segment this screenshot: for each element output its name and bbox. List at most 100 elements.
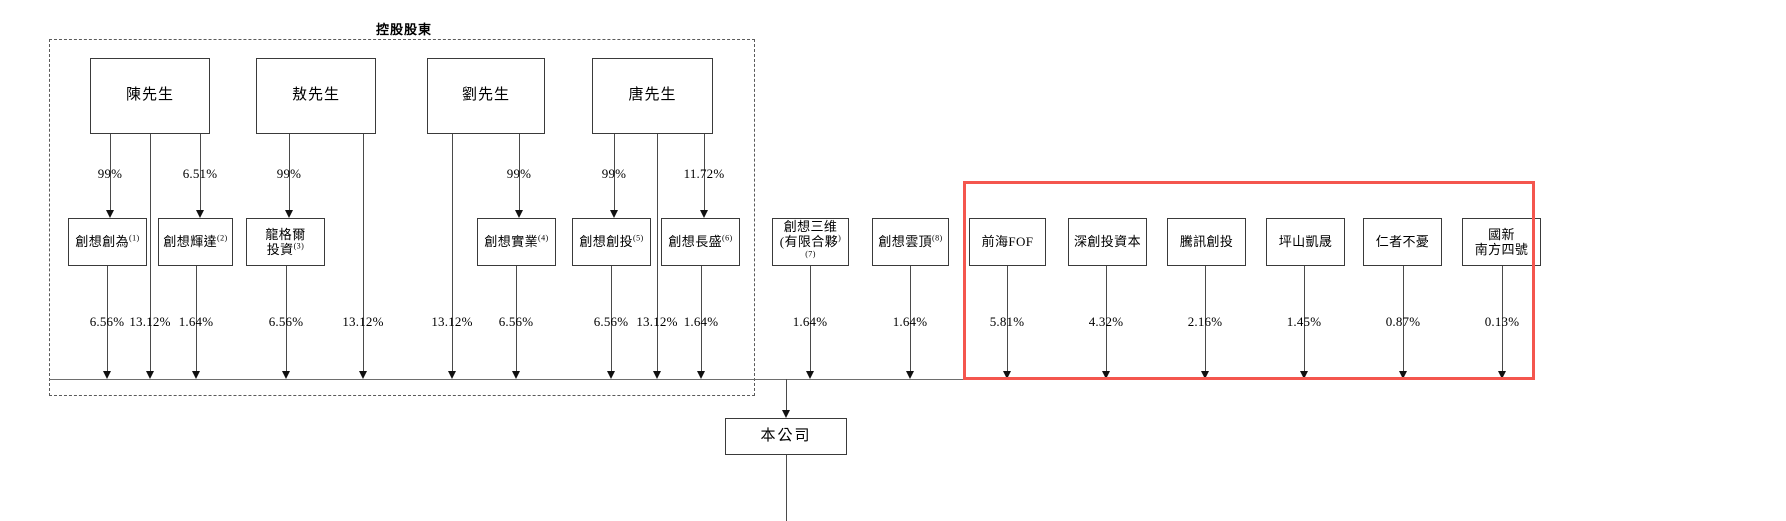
person-to-entity-line-5 <box>704 134 705 210</box>
person-to-entity-line-0-arrow <box>105 210 114 218</box>
person-to-entity-line-4-arrow <box>609 210 618 218</box>
entity-to-bus-arrow-3 <box>511 371 520 379</box>
entity-box-txct[interactable]: 騰訊創投 <box>1167 218 1246 266</box>
percentage-label-q-cxhd: 1.64% <box>178 314 214 329</box>
entity-box-cxcs[interactable]: 創想長盛(6) <box>661 218 740 266</box>
entity-box-cxhd[interactable]: 創想輝達(2) <box>158 218 233 266</box>
entity-to-bus-line-9 <box>1106 266 1107 371</box>
person-box-ao[interactable]: 敖先生 <box>256 58 376 134</box>
main-horizontal-bus <box>49 379 1535 380</box>
entity-box-psks[interactable]: 坪山凱晟 <box>1266 218 1345 266</box>
footnote-marker: (1) <box>129 234 140 243</box>
percentage-label-q-cxsw: 1.64% <box>792 314 828 329</box>
footnote-marker: (6) <box>722 234 733 243</box>
entity-box-cxcw[interactable]: 創想創為(1) <box>68 218 147 266</box>
entity-to-bus-arrow-13 <box>1497 371 1506 379</box>
entity-to-bus-line-5 <box>701 266 702 371</box>
person-to-entity-line-5-arrow <box>699 210 708 218</box>
entity-to-bus-arrow-7 <box>905 371 914 379</box>
entity-box-gxnf4[interactable]: 國新 南方四號 <box>1462 218 1541 266</box>
entity-to-bus-line-13 <box>1502 266 1503 371</box>
entity-name-label: 龍格爾 投資(3) <box>265 226 306 257</box>
entity-box-cxyd[interactable]: 創想雲頂(8) <box>872 218 949 266</box>
entity-box-qhfof[interactable]: 前海FOF <box>969 218 1046 266</box>
footnote-marker: (5) <box>633 234 644 243</box>
person-to-entity-line-2 <box>289 134 290 210</box>
entity-to-bus-arrow-2 <box>281 371 290 379</box>
entity-name-label: 仁者不憂 <box>1375 234 1430 250</box>
footnote-marker: (3) <box>293 241 305 251</box>
controlling-shareholder-frame <box>49 39 755 396</box>
entity-to-bus-line-0 <box>107 266 108 371</box>
entity-to-bus-line-11 <box>1304 266 1305 371</box>
entity-name-label: 坪山凱晟 <box>1278 234 1333 250</box>
person-to-bus-arrow-3 <box>652 371 661 379</box>
footnote-marker: (8) <box>932 234 943 243</box>
entity-name-label: 騰訊創投 <box>1179 234 1234 250</box>
entity-to-bus-line-3 <box>516 266 517 371</box>
red-highlight-frame <box>963 181 1535 380</box>
controlling-shareholder-label: 控股股東 <box>372 19 437 38</box>
entity-to-bus-line-12 <box>1403 266 1404 371</box>
entity-name-label: 創想三维 (有限合夥)(7) <box>779 219 842 259</box>
percentage-label-q-txct: 2.16% <box>1187 314 1223 329</box>
percentage-label-q-lgetz: 6.56% <box>268 314 304 329</box>
percentage-label-q-liu2: 13.12% <box>431 314 473 329</box>
entity-box-sctzb[interactable]: 深創投資本 <box>1068 218 1147 266</box>
entity-box-cxct[interactable]: 創想創投(5) <box>572 218 651 266</box>
person-box-chen[interactable]: 陳先生 <box>90 58 210 134</box>
percentage-label-q-cxcw: 6.56% <box>89 314 125 329</box>
entity-to-bus-arrow-5 <box>696 371 705 379</box>
entity-to-bus-arrow-9 <box>1101 371 1110 379</box>
person-to-entity-line-2-arrow <box>284 210 293 218</box>
person-to-bus-line-0 <box>150 134 151 371</box>
entity-to-bus-arrow-8 <box>1002 371 1011 379</box>
entity-to-bus-arrow-10 <box>1200 371 1209 379</box>
person-to-entity-line-3 <box>519 134 520 210</box>
person-to-bus-line-3 <box>657 134 658 371</box>
percentage-label-p-ao-lgetz: 99% <box>276 166 302 181</box>
entity-name-label: 前海FOF <box>981 234 1034 250</box>
percentage-label-q-sctzb: 4.32% <box>1088 314 1124 329</box>
person-to-entity-line-4 <box>614 134 615 210</box>
percentage-label-q-cxct: 6.56% <box>593 314 629 329</box>
footnote-marker: (2) <box>217 234 228 243</box>
percentage-label-p-tang-cxct: 99% <box>601 166 627 181</box>
percentage-label-p-tang-cxcs: 11.72% <box>683 166 725 181</box>
person-name-label: 劉先生 <box>461 87 510 104</box>
person-to-bus-arrow-0 <box>145 371 154 379</box>
person-to-bus-arrow-2 <box>447 371 456 379</box>
person-to-entity-line-3-arrow <box>514 210 523 218</box>
entity-to-bus-line-10 <box>1205 266 1206 371</box>
percentage-label-p-chen-cxcw: 99% <box>97 166 123 181</box>
percentage-label-q-qhfof: 5.81% <box>989 314 1025 329</box>
entity-box-lgetz[interactable]: 龍格爾 投資(3) <box>246 218 325 266</box>
entity-name-label: 國新 南方四號 <box>1474 226 1529 257</box>
percentage-label-q-gxnf4: 0.13% <box>1484 314 1520 329</box>
percentage-label-q-chen2: 13.12% <box>129 314 171 329</box>
entity-box-cxsw[interactable]: 創想三维 (有限合夥)(7) <box>772 218 849 266</box>
entity-name-label: 創想雲頂(8) <box>878 234 943 250</box>
entity-to-bus-arrow-11 <box>1299 371 1308 379</box>
person-to-entity-line-1-arrow <box>195 210 204 218</box>
person-name-label: 陳先生 <box>125 87 174 104</box>
entity-name-label: 創想實業(4) <box>484 234 549 250</box>
percentage-label-q-cxsy: 6.56% <box>498 314 534 329</box>
percentage-label-q-cxyd: 1.64% <box>892 314 928 329</box>
company-box[interactable]: 本公司 <box>725 418 847 455</box>
person-name-label: 敖先生 <box>291 87 340 104</box>
entity-to-bus-arrow-0 <box>102 371 111 379</box>
entity-to-bus-arrow-4 <box>606 371 615 379</box>
person-to-bus-arrow-1 <box>358 371 367 379</box>
bus-to-company-arrow <box>781 410 790 418</box>
person-box-liu[interactable]: 劉先生 <box>427 58 545 134</box>
entity-box-rzby[interactable]: 仁者不憂 <box>1363 218 1442 266</box>
person-box-tang[interactable]: 唐先生 <box>592 58 713 134</box>
person-name-label: 唐先生 <box>628 87 677 104</box>
entity-name-label: 深創投資本 <box>1073 234 1141 250</box>
entity-to-bus-arrow-12 <box>1398 371 1407 379</box>
entity-box-cxsy[interactable]: 創想實業(4) <box>477 218 556 266</box>
company-downstream-line <box>786 455 787 521</box>
entity-to-bus-line-1 <box>196 266 197 371</box>
